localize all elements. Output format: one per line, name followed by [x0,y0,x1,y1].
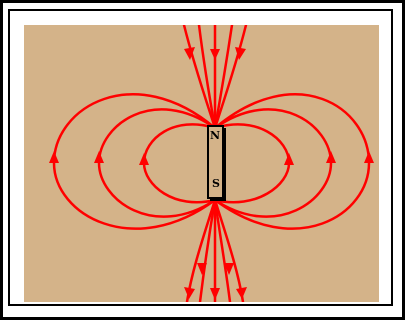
arrow-icon [184,287,195,299]
diagram-panel: N S [24,25,379,302]
field-line-top-1 [184,25,215,128]
south-pole-label: S [212,177,220,190]
arrow-icon [364,151,374,163]
field-loop-left-inner [144,124,215,202]
arrow-icon [210,288,220,300]
arrow-icon [139,153,149,165]
bar-magnet: N S [208,126,226,201]
field-line-bottom-4 [215,200,230,302]
arrow-icon [326,151,336,163]
arrow-icon [49,151,59,163]
field-line-top-4 [215,25,232,128]
magnetic-field-diagram: N S [24,25,379,302]
arrow-icon [236,287,247,299]
field-loop-right-inner [215,124,289,202]
north-pole-label: N [210,129,220,142]
field-line-bottom-2 [200,200,215,302]
field-line-top-2 [199,25,215,128]
arrow-icon [284,153,294,165]
arrow-icon [94,151,104,163]
arrow-icon [210,49,220,60]
